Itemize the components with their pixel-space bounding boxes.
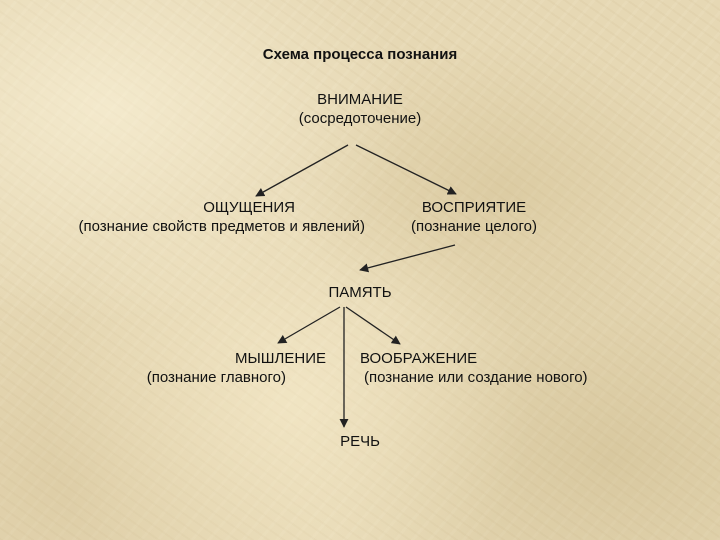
node-thinking-sub: (познание главного) — [146, 369, 286, 386]
node-attention-label: ВНИМАНИЕ — [317, 91, 403, 108]
node-perception-label: ВОСПРИЯТИЕ — [421, 199, 527, 216]
node-memory: ПАМЯТЬ — [328, 283, 391, 302]
node-thinking: МЫШЛЕНИЕ (познание главного) — [147, 349, 326, 387]
node-sensation-sub: (познание свойств предметов и явлений) — [78, 218, 366, 235]
arrow-memory-to-imagination — [345, 306, 401, 345]
node-perception: ВОСПРИЯТИЕ (познание целого) — [411, 198, 537, 236]
node-speech: РЕЧЬ — [340, 432, 380, 451]
arrow-perception-to-memory — [359, 244, 456, 273]
node-imagination-sub: (познание или создание нового) — [364, 369, 588, 386]
node-imagination: ВООБРАЖЕНИЕ (познание или создание новог… — [360, 349, 588, 387]
node-attention: ВНИМАНИЕ (сосредоточение) — [299, 90, 422, 128]
node-attention-sub: (сосредоточение) — [298, 110, 422, 127]
node-perception-sub: (познание целого) — [411, 218, 537, 235]
arrow-attention-to-perception — [355, 144, 457, 195]
node-memory-label: ПАМЯТЬ — [328, 284, 392, 301]
node-imagination-label: ВООБРАЖЕНИЕ — [360, 350, 478, 367]
node-speech-label: РЕЧЬ — [340, 433, 380, 450]
diagram-title: Схема процесса познания — [262, 46, 458, 63]
node-sensation: ОЩУЩЕНИЯ (познание свойств предметов и я… — [79, 198, 366, 236]
node-thinking-label: МЫШЛЕНИЕ — [235, 350, 326, 367]
arrow-attention-to-sensation — [255, 144, 349, 197]
arrow-memory-to-thinking — [277, 306, 341, 344]
node-sensation-label: ОЩУЩЕНИЯ — [203, 199, 295, 216]
